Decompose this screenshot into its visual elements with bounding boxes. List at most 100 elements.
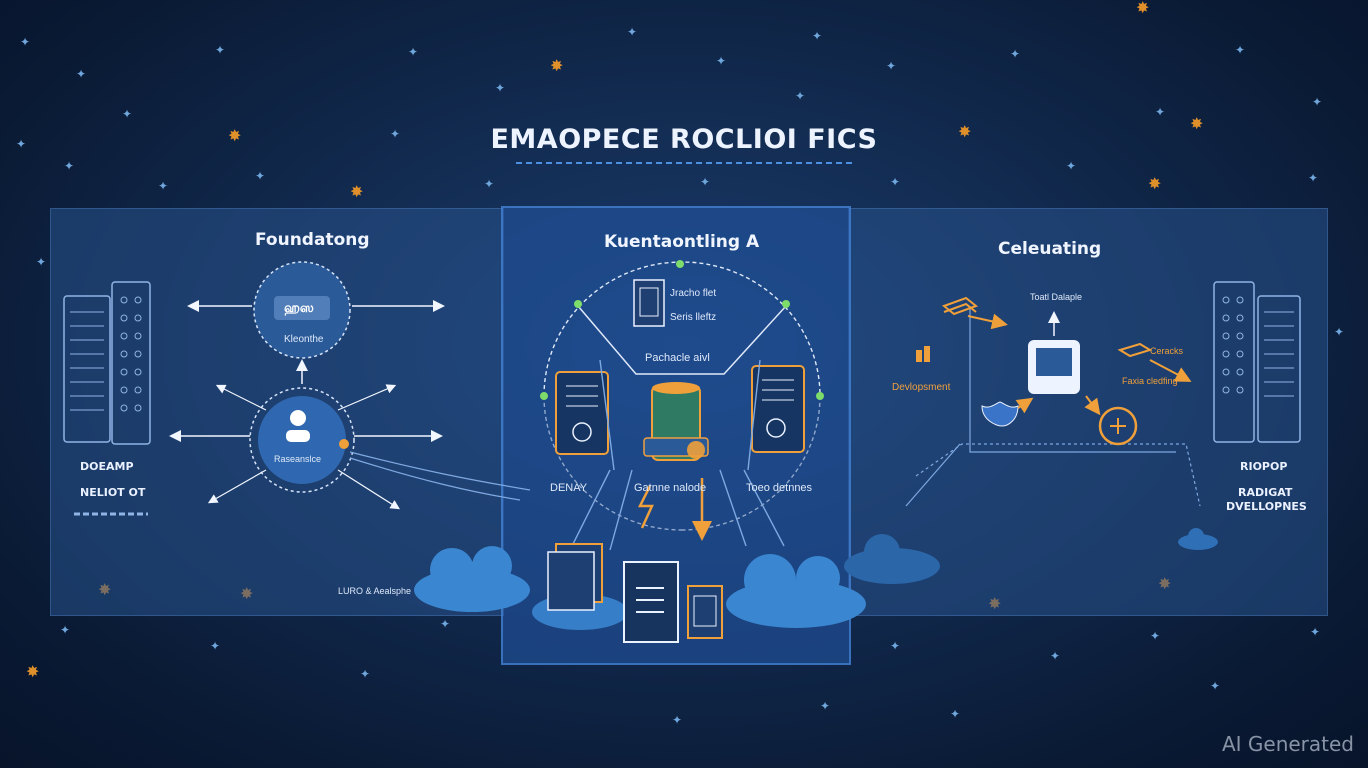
center-heading: Kuentaontling A [604,232,760,252]
right-device-icon [751,365,805,453]
center-node [249,387,355,493]
star-icon: ✦ [484,177,495,191]
star-icon: ✦ [158,179,169,193]
star-icon: ✸ [1148,174,1162,193]
star-icon: ✦ [886,59,897,73]
star-icon: ✦ [716,54,727,68]
star-icon: ✦ [1155,105,1166,119]
stack-icon-left [941,296,1008,330]
star-icon: ✦ [812,29,823,43]
tablet-icon [1028,340,1080,394]
star-icon: ✦ [795,89,806,103]
star-icon: ✸ [350,182,364,201]
star-icon: ✦ [76,67,87,81]
right-label-2: Faxia cledfing [1122,376,1178,386]
star-icon: ✦ [950,707,961,721]
star-icon: ✦ [890,175,901,189]
server-rack-left [63,281,151,445]
star-icon: ✦ [1066,159,1077,173]
doc-label-2: Seris lleftz [670,312,717,323]
doc-label-1: Jracho flet [670,288,717,299]
star-icon: ✦ [1308,171,1319,185]
star-icon: ✦ [210,639,221,653]
star-icon: ✸ [958,122,972,141]
shield-icon [981,401,1019,427]
star-icon: ✦ [360,667,371,681]
arc-nodes [540,260,824,400]
star-icon: ✦ [495,81,506,95]
stack-icon-right [1117,342,1192,382]
watermark: AI Generated [1221,732,1354,756]
star-icon: ✦ [1010,47,1021,61]
top-node-label: Kleonthe [284,334,324,345]
cloud-right [844,534,940,584]
cloud-small-right [1178,528,1218,550]
left-label-2: NELIOT OT [80,486,146,499]
star-icon: ✦ [1312,95,1323,109]
left-device-label: DENAY [550,482,588,494]
connector-line [349,451,531,491]
top-label: Toatl Dalaple [1030,292,1083,302]
database-icon [643,382,709,461]
star-icon: ✦ [408,45,419,59]
connector-line [349,457,521,501]
star-icon: ✦ [20,35,31,49]
side-label-2: RADIGAT [1238,486,1293,499]
star-icon: ✦ [440,617,451,631]
folder-icon [547,543,603,611]
star-icon: ✦ [1150,629,1161,643]
arrow-shield [1015,397,1034,414]
target-icon [1098,406,1138,446]
archive-icon [687,585,723,639]
arrow-upright [337,384,397,411]
star-icon: ✦ [64,159,75,173]
star-icon: ✦ [215,43,226,57]
right-label-1: Ceracks [1150,346,1184,356]
star-icon: ✦ [700,175,711,189]
foundation-heading: Foundatong [255,230,370,250]
arc-label: Pachacle aivl [645,352,710,364]
cloud-left [414,546,530,612]
star-icon: ✦ [122,107,133,121]
star-icon: ✸ [1136,0,1150,17]
lightning-icon [637,485,654,529]
arrow-upleft [215,384,267,411]
star-icon: ✸ [1190,114,1204,133]
funnel-lines [577,305,787,375]
left-label-1: DOEAMP [80,460,134,473]
arrow-downright [337,469,401,510]
top-node-icon-text: ஹஸ [284,300,314,315]
document-icon [633,279,665,327]
star-icon: ✦ [1334,325,1345,339]
star-icon: ✦ [1310,625,1321,639]
cloud-center-right [726,554,866,628]
star-icon: ✸ [26,662,40,681]
star-icon: ✸ [228,126,242,145]
star-icon: ✦ [390,127,401,141]
server-rack-right [1213,281,1301,443]
side-label-1: RIOPOP [1240,460,1288,473]
flow-lines [571,359,785,551]
chart-axes [905,306,1201,507]
bars-icon [916,346,930,362]
star-icon: ✦ [820,699,831,713]
star-icon: ✦ [627,25,638,39]
gear-icon [339,439,349,449]
top-node [253,261,351,359]
star-icon: ✦ [1050,649,1061,663]
arrow-downleft [207,469,267,504]
star-icon: ✦ [36,255,47,269]
center-label: Gatnne nalode [634,482,707,494]
star-icon: ✸ [550,56,564,75]
calculating-heading: Celeuating [998,239,1102,259]
file-icon [623,561,679,643]
title-underline [516,162,852,164]
side-label-3: DVELLOPNES [1226,500,1307,513]
right-device-label: Toeo detnnes [746,482,813,494]
star-icon: ✦ [672,713,683,727]
left-device-icon [555,371,609,455]
bottom-label: LURO & Aealsphe [338,586,412,596]
star-icon: ✦ [60,623,71,637]
user-icon [290,410,306,426]
